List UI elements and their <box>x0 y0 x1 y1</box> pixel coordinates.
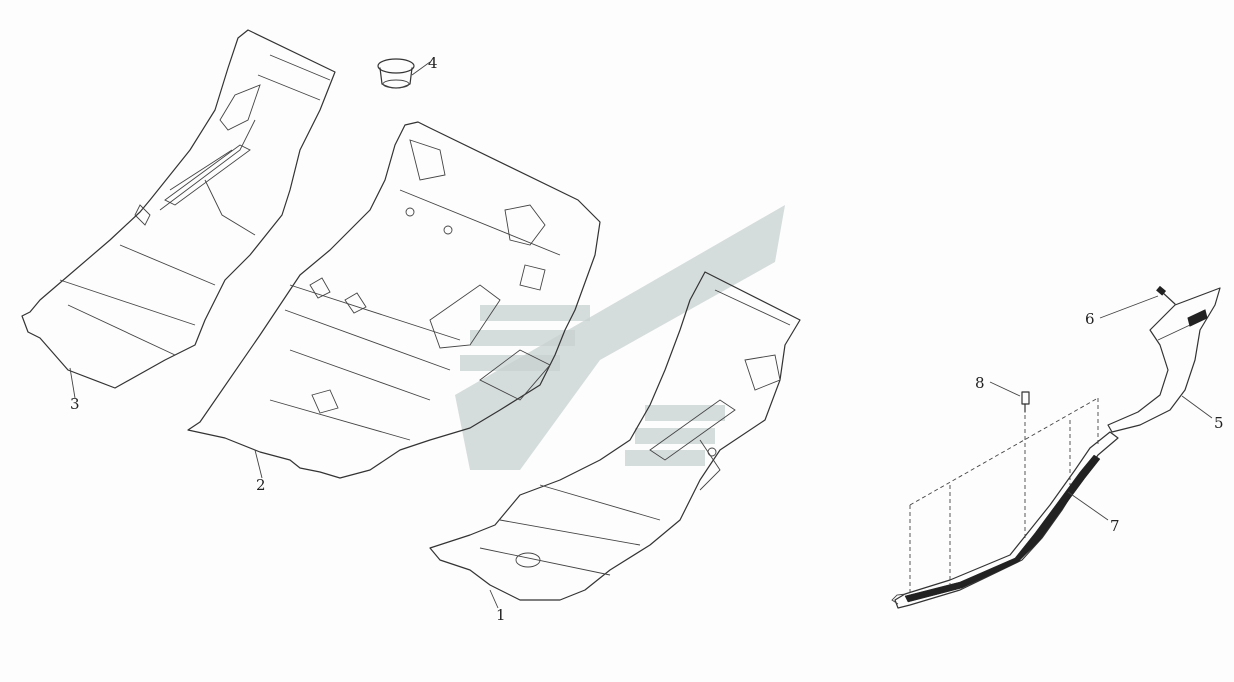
leader-lines <box>69 61 1213 609</box>
callout-labels: 1 2 3 4 5 6 7 8 <box>70 54 1224 624</box>
callout-6: 6 <box>1085 310 1095 328</box>
callout-1: 1 <box>496 606 506 624</box>
watermark-logo <box>455 205 785 470</box>
part-6-screw[interactable] <box>1156 285 1176 305</box>
callout-3: 3 <box>70 395 80 413</box>
part-3-left-floor-mat[interactable] <box>21 29 336 389</box>
part-1-right-floor-mat[interactable] <box>429 271 801 601</box>
callout-8: 8 <box>975 374 985 392</box>
assembly-dashed-lines <box>909 397 1099 596</box>
part-2-center-floor-carpet[interactable] <box>187 121 601 479</box>
callout-7: 7 <box>1110 517 1120 535</box>
part-8-clip[interactable] <box>1021 391 1030 413</box>
callout-5: 5 <box>1214 414 1224 432</box>
part-4-plug[interactable] <box>377 58 415 89</box>
part-5-bracket[interactable] <box>1107 287 1221 433</box>
callout-2: 2 <box>256 476 266 494</box>
part-7-sill-strip[interactable] <box>891 431 1119 609</box>
callout-4: 4 <box>428 54 438 72</box>
